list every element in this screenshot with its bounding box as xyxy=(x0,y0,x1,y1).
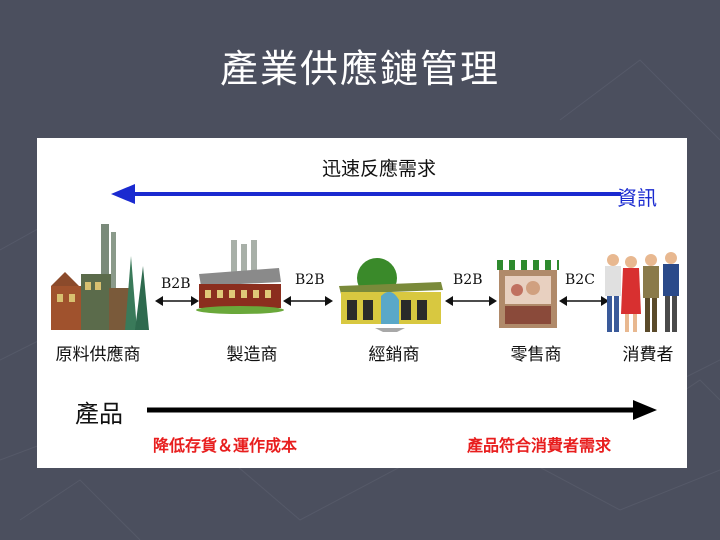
stage-label-consumer: 消費者 xyxy=(622,345,674,365)
factory-raw-icon xyxy=(51,224,149,330)
supply-chain-diagram: 迅速反應需求 資訊 B2B B2B B2B B2C xyxy=(37,138,687,468)
connector-arrow-1 xyxy=(155,296,199,306)
connector-arrow-3 xyxy=(445,296,497,306)
connection-label-3: B2B xyxy=(453,272,483,288)
product-flow-arrow xyxy=(147,400,657,420)
product-label: 產品 xyxy=(75,400,123,428)
connector-arrow-2 xyxy=(283,296,333,306)
stage-label-retailer: 零售商 xyxy=(510,345,562,365)
connector-arrow-4 xyxy=(559,296,609,306)
connection-label-2: B2B xyxy=(295,272,325,288)
stage-label-manufacturer: 製造商 xyxy=(226,345,278,365)
shop-icon xyxy=(497,260,559,328)
benefit-consumer-fit: 產品符合消費者需求 xyxy=(467,436,612,455)
info-flow-arrow xyxy=(111,184,621,204)
people-icon xyxy=(605,252,679,332)
rapid-response-label: 迅速反應需求 xyxy=(321,158,436,180)
info-label: 資訊 xyxy=(617,186,657,210)
stage-label-raw-supplier: 原料供應商 xyxy=(55,345,141,365)
warehouse-icon xyxy=(339,258,443,332)
connection-label-1: B2B xyxy=(161,276,191,292)
stage-label-distributor: 經銷商 xyxy=(368,345,420,365)
slide-title: 產業供應鏈管理 xyxy=(219,47,500,91)
benefit-cost-reduction: 降低存貨＆運作成本 xyxy=(153,436,298,455)
connection-label-4: B2C xyxy=(565,272,595,288)
factory-icon xyxy=(196,240,284,314)
